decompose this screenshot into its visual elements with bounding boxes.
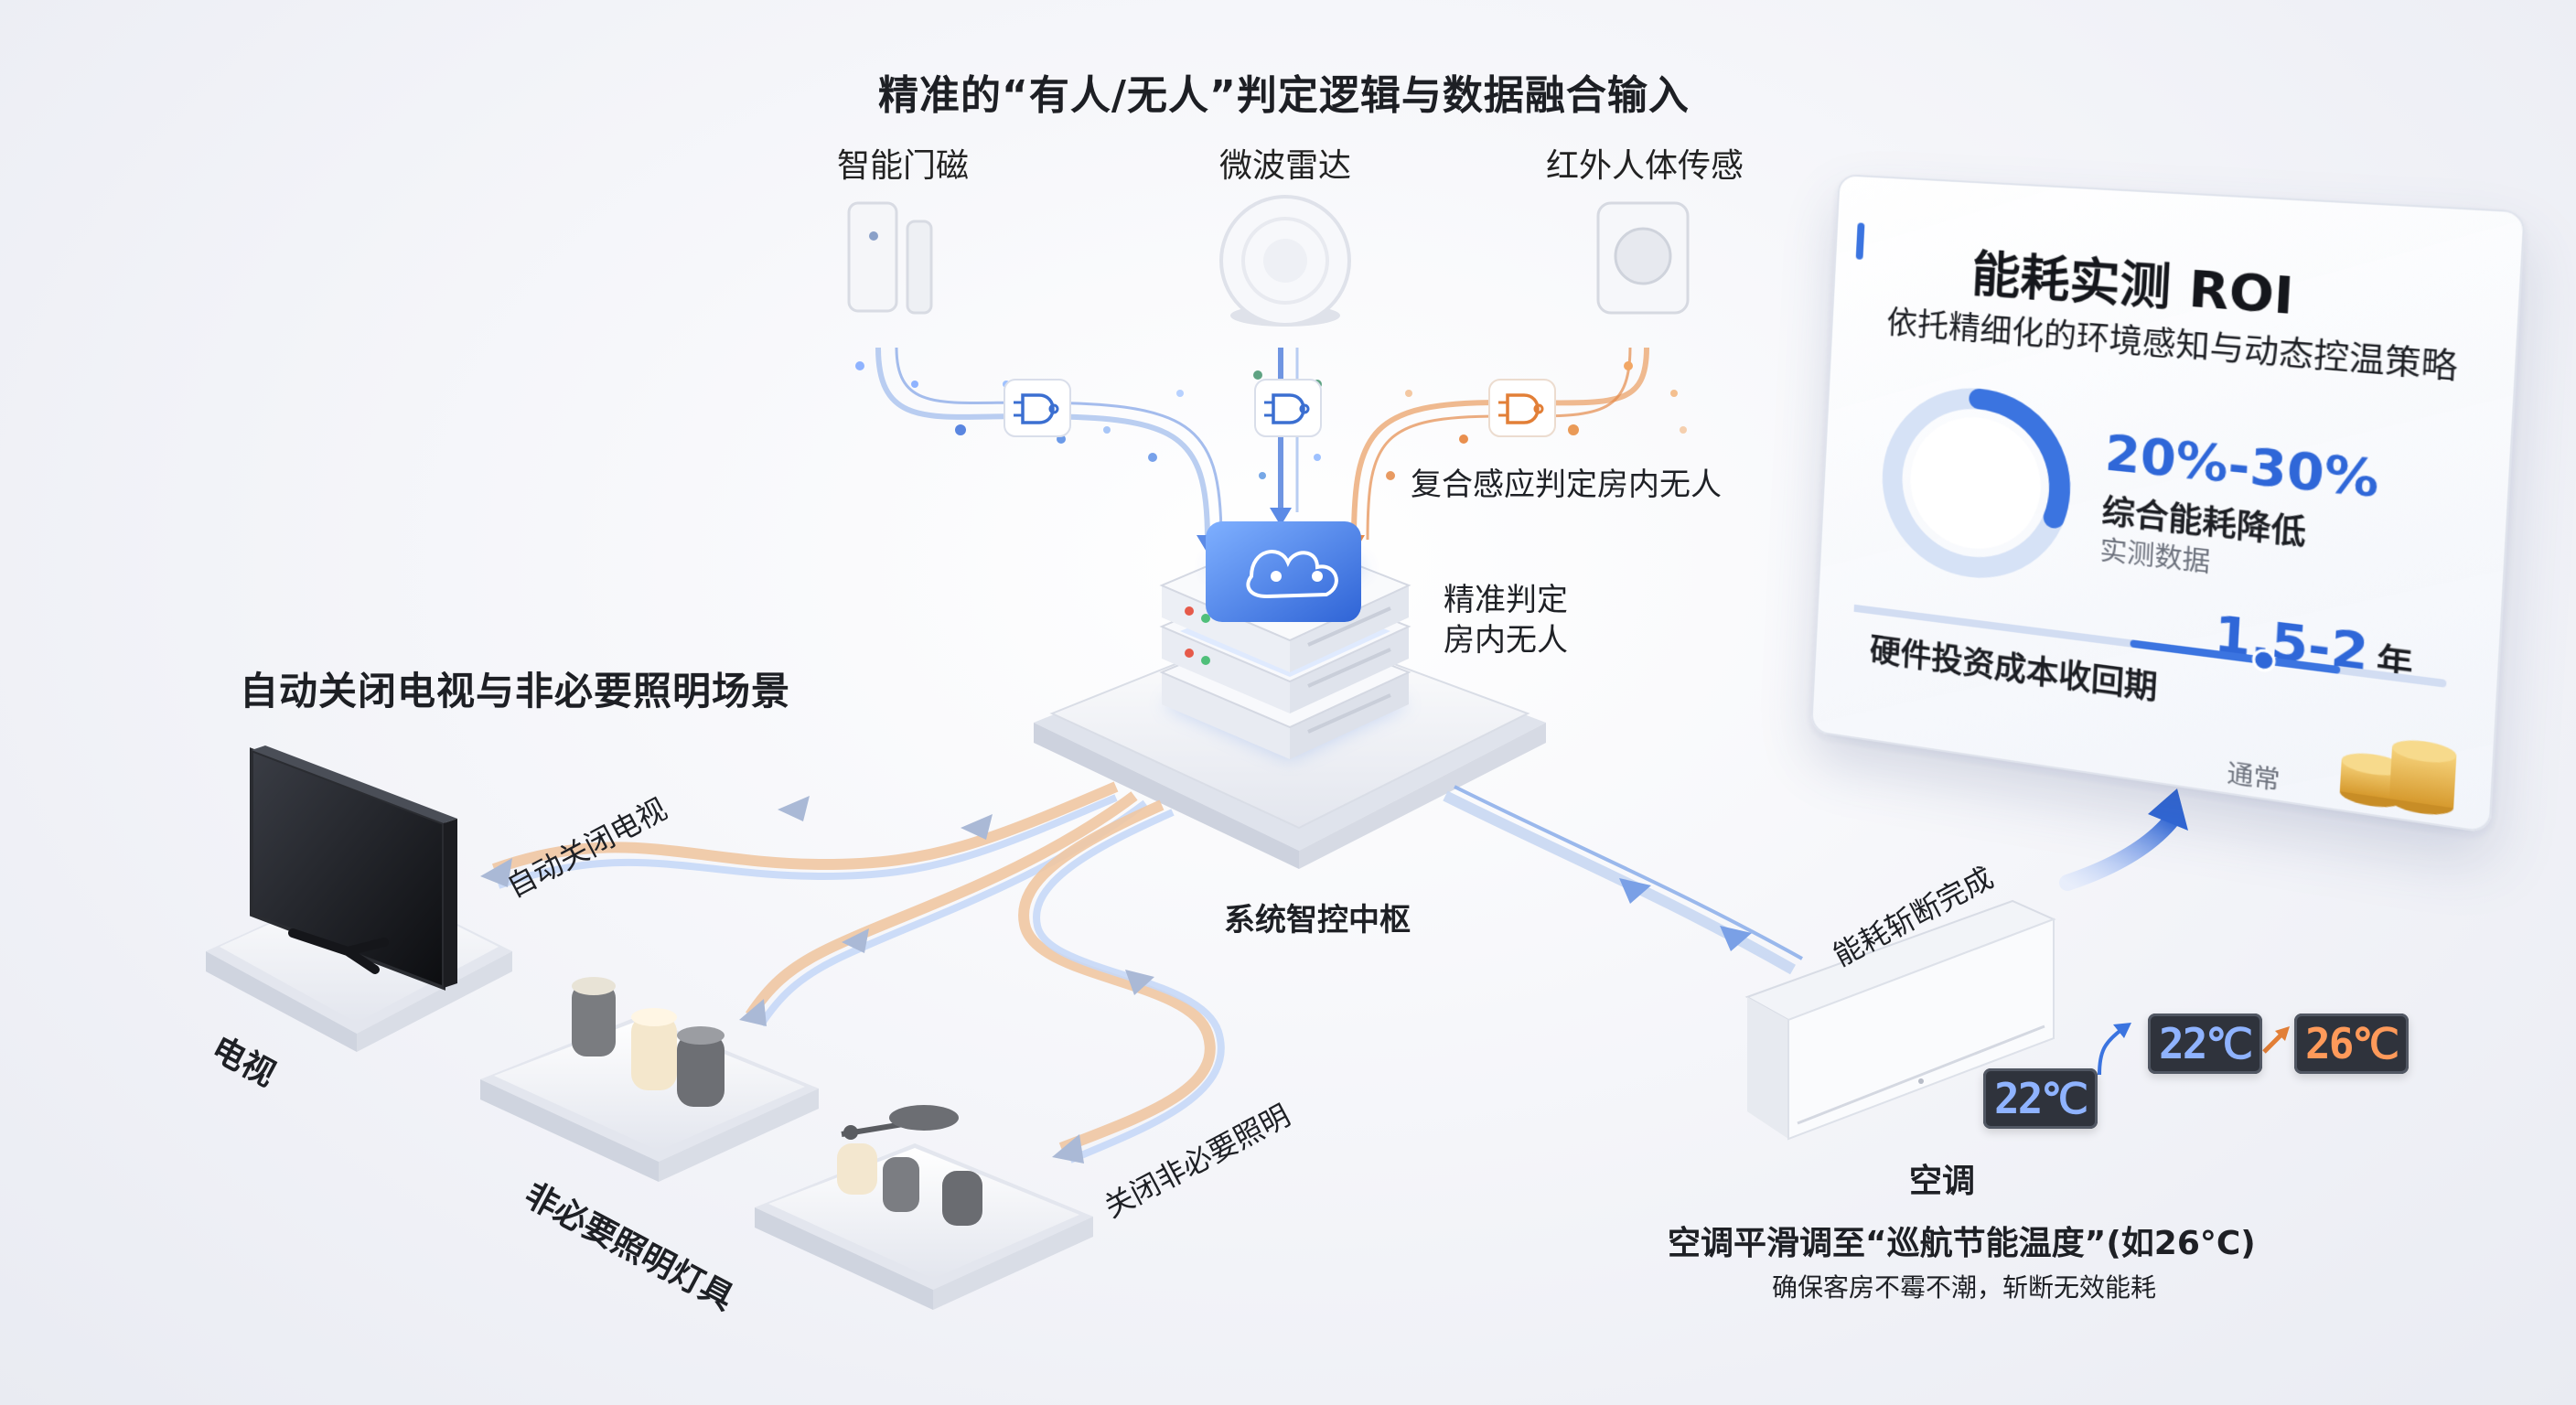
tv-control-flow	[480, 781, 1119, 889]
sensor-label-microwave-radar: 微波雷达	[1219, 147, 1352, 185]
ac-control-flow	[1443, 785, 1803, 975]
scene-title: 自动关闭电视与非必要照明场景	[240, 669, 791, 713]
fusion-label: 复合感应判定房内无人	[1411, 467, 1722, 503]
lights-control-flow	[739, 791, 1148, 1027]
ac-to-temperature-display: 26℃	[2294, 1014, 2410, 1074]
hub-judgement-line1: 精准判定	[1444, 582, 1568, 618]
logic-gate-icon	[1254, 379, 1322, 437]
roi-accent-bar	[1855, 222, 1865, 260]
hub-ai-chip-icon	[1206, 521, 1368, 622]
door-sensor-data-stream	[875, 347, 1223, 541]
lights-control-flow-2	[1018, 799, 1225, 1164]
infrared-data-stream	[1351, 347, 1649, 541]
hub-name-label: 系统智控中枢	[1224, 902, 1411, 938]
roi-payback-note: 通常	[2226, 759, 2281, 797]
sensor-label-door-magnet: 智能门磁	[837, 147, 970, 185]
ac-device-label: 空调	[1909, 1163, 1976, 1200]
temperature-up-arrow	[2098, 1023, 2131, 1076]
sensor-label-infrared: 红外人体传感	[1546, 147, 1744, 185]
roi-growth-arrow	[2059, 788, 2188, 891]
air-conditioner-icon	[1744, 899, 2056, 1141]
door-magnet-sensor-icon	[847, 201, 933, 315]
lamp-cluster-icon	[480, 977, 819, 1182]
lamp-cluster-icon-2	[755, 1105, 1093, 1310]
page-title: 精准的“有人/无人”判定逻辑与数据融合输入	[878, 72, 1690, 119]
tv-device-icon	[206, 745, 512, 1052]
ac-description-title: 空调平滑调至“巡航节能温度”(如26°C)	[1668, 1225, 2256, 1262]
roi-saving-ring	[1869, 371, 2084, 598]
microwave-radar-icon	[1219, 195, 1351, 327]
ac-description-sub: 确保客房不霉不潮，斩断无效能耗	[1772, 1272, 2157, 1303]
logic-gate-icon	[1004, 379, 1071, 437]
data-particles	[855, 361, 1687, 480]
ac-current-temperature-display: 22℃	[1983, 1068, 2098, 1129]
ac-from-temperature-display: 22℃	[2148, 1014, 2263, 1074]
infrared-body-sensor-icon	[1596, 201, 1690, 315]
roi-card: 能耗实测 ROI 依托精细化的环境感知与动态控温策略 20%-30% 综合能耗降…	[1809, 174, 2527, 834]
temperature-change-arrow	[2262, 1026, 2290, 1054]
logic-gate-icon	[1488, 379, 1556, 437]
hub-judgement-line2: 房内无人	[1444, 622, 1568, 659]
coin-stack-icon	[2339, 736, 2457, 819]
